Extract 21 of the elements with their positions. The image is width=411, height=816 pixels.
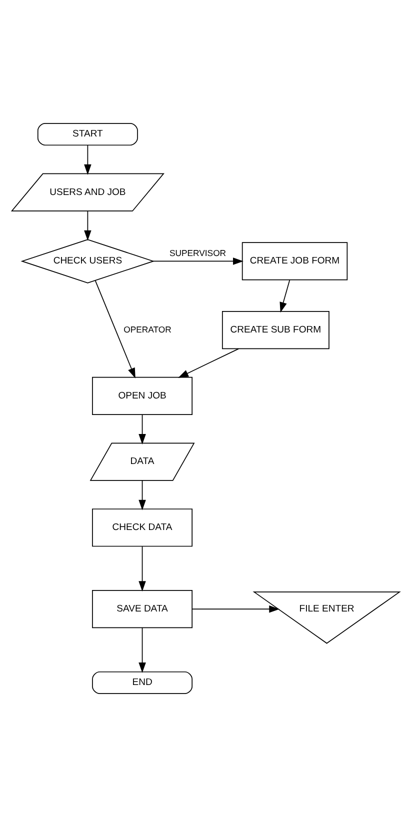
arrow [84,210,92,240]
node-box: SAVE DATA [92,590,193,628]
node-diamond: CHECK USERS [20,238,155,283]
node-box: END [92,670,193,694]
arrow [152,257,244,264]
arrow [138,414,146,444]
arrow [178,348,239,378]
arrow [280,279,290,312]
edge-label: OPERATOR [124,324,172,334]
node-box: CREATE SUB FORM [222,310,330,349]
node-box: OPEN JOB [92,376,193,414]
node-box: START [37,122,138,146]
edge-label: SUPERVISOR [169,248,226,258]
node-box: CHECK DATA [92,508,193,546]
node-box: CREATE JOB FORM [242,242,348,280]
arrow [94,280,136,378]
arrow [138,546,146,591]
arrow [138,480,146,510]
arrow [192,604,280,612]
arrow [84,144,92,174]
arrow [138,626,146,672]
